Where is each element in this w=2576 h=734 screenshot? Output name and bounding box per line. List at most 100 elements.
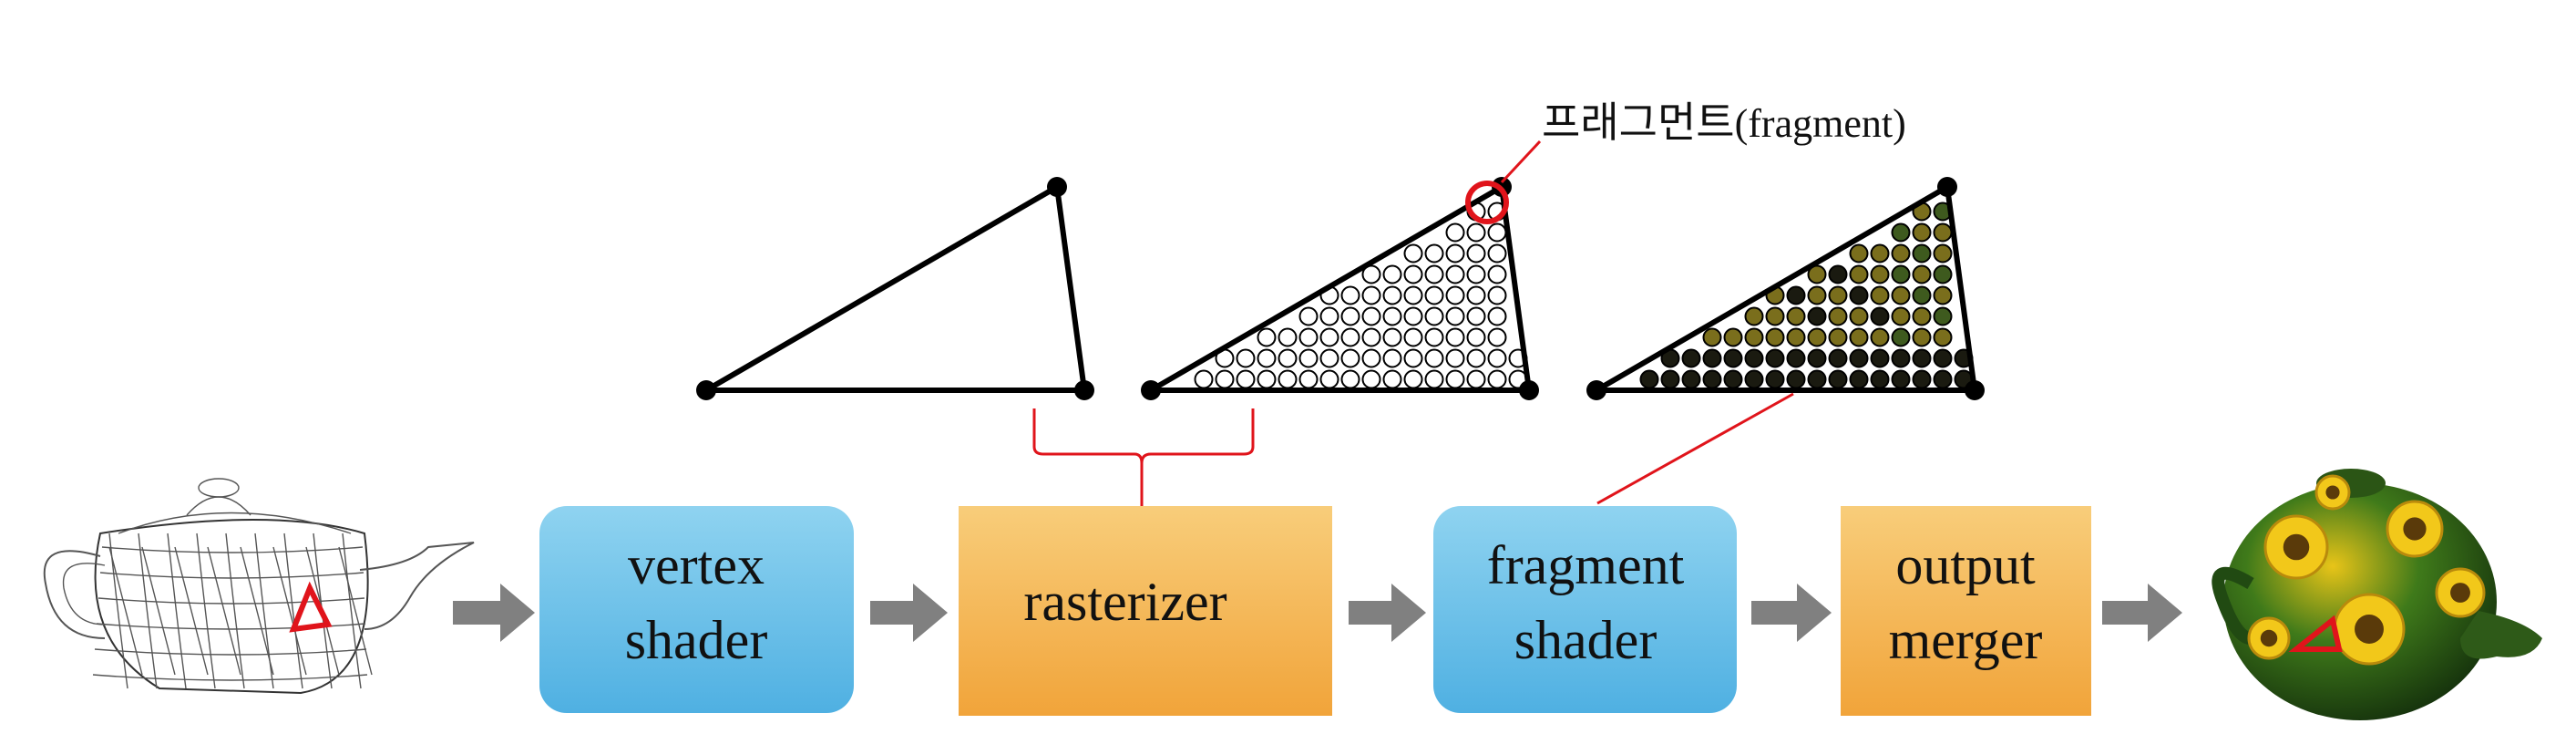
- fragment-dot: [1466, 264, 1486, 284]
- fragment-dot: [1723, 369, 1743, 389]
- fragment-dot: [1828, 285, 1848, 305]
- rasterizer-brace: [1032, 408, 1255, 506]
- fragment-dot: [1403, 327, 1423, 347]
- fragment-dot: [1445, 222, 1465, 243]
- fragment-dot: [1660, 369, 1680, 389]
- triangle-fragments: [1141, 177, 1539, 400]
- vertex-shader-label-line2: shader: [625, 610, 768, 670]
- teapot-triangle-highlight: [289, 581, 333, 633]
- fragment-dot: [1340, 306, 1360, 326]
- fragment-dot: [1933, 264, 1953, 284]
- fragment-dot: [1765, 348, 1785, 368]
- fragment-dot: [1786, 306, 1806, 326]
- fragment-grid-shaded: [1639, 202, 1974, 389]
- fragment-dot: [1849, 306, 1869, 326]
- fragment-dot: [1487, 285, 1507, 305]
- fragment-dot: [1870, 243, 1890, 264]
- fragment-dot: [1445, 285, 1465, 305]
- fragment-dot: [1912, 306, 1932, 326]
- wireframe-teapot-icon: [43, 478, 475, 695]
- fragment-dot: [1933, 348, 1953, 368]
- fragment-dot: [1424, 348, 1444, 368]
- fragment-dot: [1298, 327, 1319, 347]
- fragment-dot: [1891, 327, 1911, 347]
- fragment-dot: [1445, 327, 1465, 347]
- fragment-dot: [1361, 348, 1381, 368]
- fragment-dot: [1744, 327, 1764, 347]
- fragment-dot: [1870, 369, 1890, 389]
- fragment-dot: [1215, 369, 1235, 389]
- fragment-dot: [1361, 327, 1381, 347]
- stage-rasterizer: rasterizer: [959, 506, 1332, 716]
- fragment-dot: [1382, 285, 1402, 305]
- triangle-shaded-fragments: [1586, 177, 1985, 400]
- fragment-dot: [1466, 285, 1486, 305]
- pipeline-arrow-2: [870, 584, 948, 642]
- fragment-dot: [1933, 306, 1953, 326]
- fragment-dot: [1487, 264, 1507, 284]
- fragment-dot: [1891, 348, 1911, 368]
- fragment-dot: [1912, 285, 1932, 305]
- fragment-dot: [1702, 369, 1722, 389]
- fragment-dot: [1445, 306, 1465, 326]
- fragment-dot: [1933, 243, 1953, 264]
- fragment-dot: [1445, 243, 1465, 264]
- fragment-dot: [1445, 369, 1465, 389]
- fragment-dot: [1912, 369, 1932, 389]
- fragment-dot: [1257, 369, 1277, 389]
- fragment-dot: [1828, 369, 1848, 389]
- fragment-dot: [1236, 369, 1256, 389]
- fragment-dot: [1849, 243, 1869, 264]
- fragment-dot: [1891, 369, 1911, 389]
- fragment-dot: [1786, 369, 1806, 389]
- fragment-dot: [1765, 327, 1785, 347]
- fragment-dot: [1807, 327, 1827, 347]
- fragment-dot: [1870, 285, 1890, 305]
- fragment-dot: [1912, 327, 1932, 347]
- fragment-dot: [1828, 327, 1848, 347]
- fragment-dot: [1382, 369, 1402, 389]
- fragment-dot: [1487, 348, 1507, 368]
- pipeline-arrow-5: [2102, 584, 2182, 642]
- fragment-dot: [1870, 306, 1890, 326]
- pipeline-arrow-4: [1751, 584, 1832, 642]
- fragment-dot: [1194, 369, 1214, 389]
- fragment-dot: [1298, 306, 1319, 326]
- pipeline-arrow-1: [453, 584, 535, 642]
- fragment-dot: [1424, 264, 1444, 284]
- fragment-dot: [1278, 327, 1298, 347]
- fragment-dot: [1466, 327, 1486, 347]
- fragment-dot: [1403, 306, 1423, 326]
- fragment-dot: [1891, 306, 1911, 326]
- fragment-dot: [1257, 327, 1277, 347]
- fragment-dot: [1382, 348, 1402, 368]
- fragment-dot: [1870, 327, 1890, 347]
- fragment-dot: [1786, 285, 1806, 305]
- fragment-dot: [1319, 348, 1339, 368]
- fragment-dot: [1487, 369, 1507, 389]
- fragment-dot: [1744, 306, 1764, 326]
- fragment-dot: [1807, 369, 1827, 389]
- fragment-dot: [1912, 243, 1932, 264]
- fragment-dot: [1445, 348, 1465, 368]
- fragment-dot: [1278, 369, 1298, 389]
- stage-fragment-shader: fragment shader: [1433, 506, 1737, 713]
- fragment-dot: [1870, 264, 1890, 284]
- fragment-dot: [1849, 285, 1869, 305]
- fragment-dot: [1912, 222, 1932, 243]
- fragment-dot: [1278, 348, 1298, 368]
- fragment-dot: [1849, 264, 1869, 284]
- fragment-dot: [1807, 348, 1827, 368]
- fragment-dot: [1340, 285, 1360, 305]
- fragment-dot: [1424, 306, 1444, 326]
- fragment-dot: [1319, 327, 1339, 347]
- fragment-dot: [1912, 264, 1932, 284]
- fragment-dot: [1466, 243, 1486, 264]
- fragment-dot: [1912, 348, 1932, 368]
- fragment-dot: [1466, 306, 1486, 326]
- fragment-dot: [1340, 327, 1360, 347]
- fragment-dot: [1298, 369, 1319, 389]
- fragment-dot: [1807, 264, 1827, 284]
- fragment-dot: [1424, 369, 1444, 389]
- fragment-dot: [1319, 306, 1339, 326]
